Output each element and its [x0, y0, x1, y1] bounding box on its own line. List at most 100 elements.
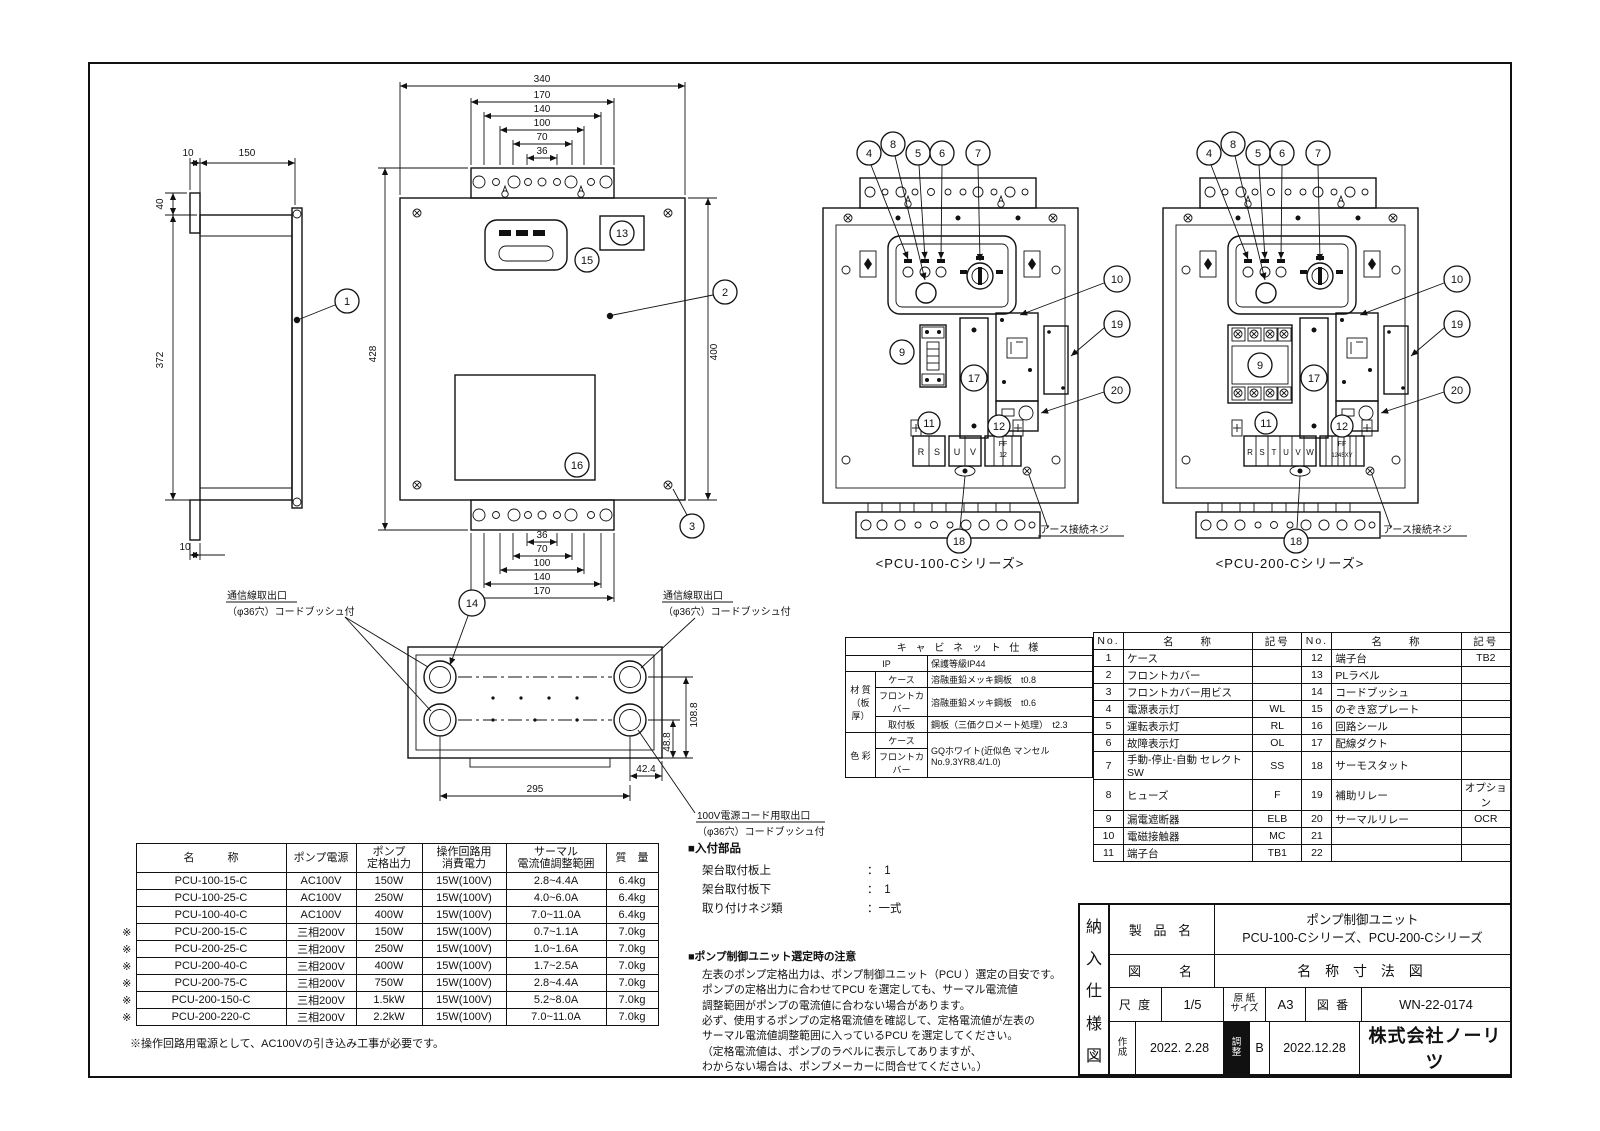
control-consumption: 15W(100V) — [421, 991, 507, 1010]
balloon-17: 17 — [968, 373, 980, 385]
weight: 7.0kg — [605, 923, 659, 942]
pump-power: AC100V — [285, 906, 357, 925]
balloons-right: 10 19 20 — [1359, 265, 1471, 414]
part-name: 端子台 — [1331, 649, 1462, 667]
dim-label: 150 — [239, 148, 256, 159]
col-header: ポンプ電源 — [285, 842, 357, 874]
thermal-range: 5.2~8.0A — [505, 991, 607, 1010]
model-name: PCU-200-220-C — [135, 1008, 287, 1027]
terminal-blocks: R S U V FF 12 11 12 — [910, 411, 1032, 477]
model-row: ※ PCU-200-220-C 三相200V 2.2kW 15W(100V) 7… — [118, 1008, 659, 1027]
balloon-8: 8 — [890, 139, 896, 151]
doc-type-char: 納 — [1085, 919, 1102, 937]
included-parts-title: ■入付部品 — [688, 843, 741, 855]
part-no: 3 — [1093, 683, 1124, 701]
material-part: ケース — [875, 671, 928, 688]
rated-output: 400W — [355, 957, 423, 976]
callout-text: （φ36穴）コードブッシュ付 — [663, 605, 791, 618]
balloon-10: 10 — [1111, 274, 1123, 286]
dim-label: 10 — [179, 542, 191, 553]
part-symbol — [1460, 666, 1512, 684]
cabinet-spec-title: キ ャ ビ ネ ッ ト 仕 様 — [845, 637, 1093, 656]
parts-row: 4 電源表示灯 WL 15 のぞき窓プレート — [1093, 700, 1512, 718]
callout-text: （φ36穴）コードブッシュ付 — [697, 825, 825, 838]
col-header: 質 量 — [605, 842, 659, 874]
part-symbol — [1460, 717, 1512, 735]
internal-view-pcu200: 4 8 5 6 7 — [1162, 131, 1471, 571]
note-line: ポンプの定格出力に合わせてPCU を選定しても、サーマル電流値 — [702, 984, 1018, 997]
model-name: PCU-200-15-C — [135, 923, 287, 942]
dim-label: 100 — [534, 118, 551, 129]
part-name: 手動-停止-自動 セレクトSW — [1122, 751, 1254, 780]
balloon-9: 9 — [899, 347, 905, 359]
comm-outlet-callout-left: 通信線取出口 （φ36穴）コードブッシュ付 — [226, 589, 432, 712]
rated-output: 150W — [355, 872, 423, 891]
weight: 7.0kg — [605, 974, 659, 993]
balloon-19: 19 — [1451, 319, 1463, 331]
doc-type-char: 入 — [1085, 951, 1102, 969]
thermal-range: 1.0~1.6A — [505, 940, 607, 959]
note-mark: ※ — [122, 994, 132, 1007]
part-symbol — [1460, 844, 1512, 862]
thermostat-callout: 18 — [946, 475, 972, 554]
balloons-top: 4 8 5 6 7 — [1196, 131, 1331, 281]
note-line: （定格電流値は、ポンプのラベルに表示してありますが、 — [702, 1045, 982, 1058]
material-value: 溶融亜鉛メッキ鋼板 t0.8 — [927, 671, 1093, 688]
part-name: 故障表示灯 — [1122, 734, 1254, 752]
color-value: GQホワイト(近似色 マンセルNo.9.3YR8.4/1.0) — [927, 732, 1093, 778]
part-symbol: OL — [1252, 734, 1303, 752]
model-name: PCU-200-40-C — [135, 957, 287, 976]
part-name: サーマルリレー — [1331, 810, 1462, 828]
dim-label: 40 — [155, 198, 166, 210]
included-part-item: 取り付けネジ類 ：一式 — [702, 900, 1088, 916]
model-row: ※ PCU-200-75-C 三相200V 750W 15W(100V) 2.8… — [118, 974, 659, 993]
terminal-label: R — [918, 447, 925, 457]
control-consumption: 15W(100V) — [421, 872, 507, 891]
callout-text: 通信線取出口 — [663, 589, 723, 602]
rated-output: 250W — [355, 889, 423, 908]
part-name: フロントカバー用ビス — [1122, 683, 1254, 701]
balloon-12: 12 — [993, 421, 1005, 433]
product-line1: ポンプ制御ユニット — [1306, 912, 1419, 927]
rated-output: 2.2kW — [355, 1008, 423, 1027]
balloon-6: 6 — [939, 148, 945, 160]
part-symbol: オプション — [1460, 779, 1512, 811]
note-line: 左表のポンプ定格出力は、ポンプ制御ユニット（PCU ）選定の目安です。 — [702, 969, 1061, 981]
model-name: PCU-100-25-C — [135, 889, 287, 908]
doc-type-char: 様 — [1085, 1015, 1102, 1033]
part-symbol — [1460, 683, 1512, 701]
side-view: 10 150 40 372 10 1 — [155, 148, 360, 560]
color-label: 色 彩 — [845, 732, 876, 778]
pump-power: 三相200V — [285, 991, 357, 1010]
earth-screw-callout: アース接続ネジ — [1028, 474, 1124, 537]
balloon-12: 12 — [1336, 421, 1348, 433]
thermal-range: 4.0~6.0A — [505, 889, 607, 908]
model-row: ※ PCU-200-40-C 三相200V 400W 15W(100V) 1.7… — [118, 957, 659, 976]
dim-label: 140 — [534, 104, 551, 115]
part-name: 電磁接触器 — [1122, 827, 1254, 845]
bottom-bracket — [855, 502, 1041, 539]
revised-date: 2022.12.28 — [1270, 1022, 1360, 1074]
thermostat-callout: 18 — [1283, 475, 1309, 554]
part-name: 補助リレー — [1331, 779, 1462, 811]
balloons-top: 4 8 5 6 7 — [856, 131, 991, 281]
comm-outlet-callout-right: 通信線取出口 （φ36穴）コードブッシュ付 — [640, 589, 791, 669]
balloon-5: 5 — [1255, 148, 1261, 160]
model-header-row: 名 称 ポンプ電源 ポンプ 定格出力 操作回路用 消費電力 サーマル 電流値調整… — [118, 842, 659, 874]
balloon-2: 2 — [722, 287, 728, 299]
rated-output: 150W — [355, 923, 423, 942]
dim-label: 295 — [527, 784, 544, 795]
part-no: 7 — [1093, 751, 1124, 780]
part-no: 4 — [1093, 700, 1124, 718]
ip-value: 保護等級IP44 — [927, 655, 1093, 672]
part-no: 1 — [1093, 649, 1124, 667]
weight: 6.4kg — [605, 889, 659, 908]
parts-row: 10 電磁接触器 MC 21 — [1093, 827, 1512, 845]
thermal-range: 2.8~4.4A — [505, 974, 607, 993]
dim-label: 70 — [536, 544, 548, 555]
dim-label: 48.8 — [662, 732, 673, 752]
dim-label: 340 — [534, 74, 551, 85]
part-name: 運転表示灯 — [1122, 717, 1254, 735]
part-no: 22 — [1301, 844, 1333, 862]
dim-label: 108.8 — [689, 702, 700, 727]
